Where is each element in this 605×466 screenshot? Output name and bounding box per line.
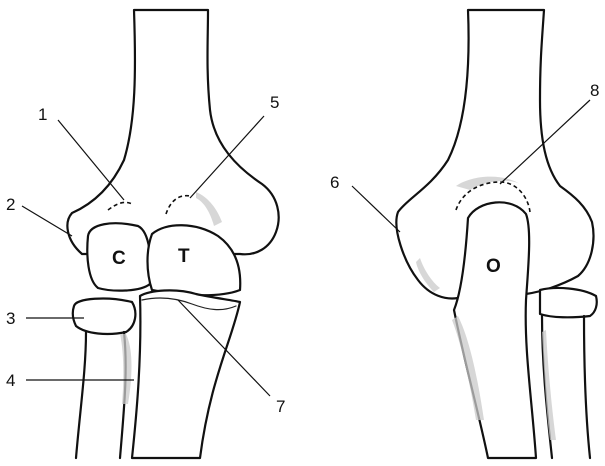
bone-label-trochlea: T [178,246,190,267]
bone-label-olecranon: O [486,256,501,277]
radius-shading [120,334,132,404]
anterior-ulna [132,290,240,458]
anterior-view: C T 1 2 3 4 5 7 [6,10,285,458]
radius-shaft [76,332,126,458]
leader-6 [352,186,400,232]
label-7: 7 [276,397,285,416]
label-5: 5 [270,93,279,112]
label-1: 1 [38,105,47,124]
anterior-humerus [67,10,278,254]
leader-2 [22,206,72,236]
label-3: 3 [6,309,15,328]
label-4: 4 [6,371,15,390]
label-8: 8 [590,81,599,100]
bone-label-capitulum: C [112,248,126,269]
label-6: 6 [330,173,339,192]
posterior-view: O 6 8 [330,10,599,458]
posterior-radial-head [540,288,597,317]
radial-head [73,299,136,334]
leader-1 [58,120,124,200]
label-2: 2 [6,195,15,214]
olecranon [454,202,536,458]
